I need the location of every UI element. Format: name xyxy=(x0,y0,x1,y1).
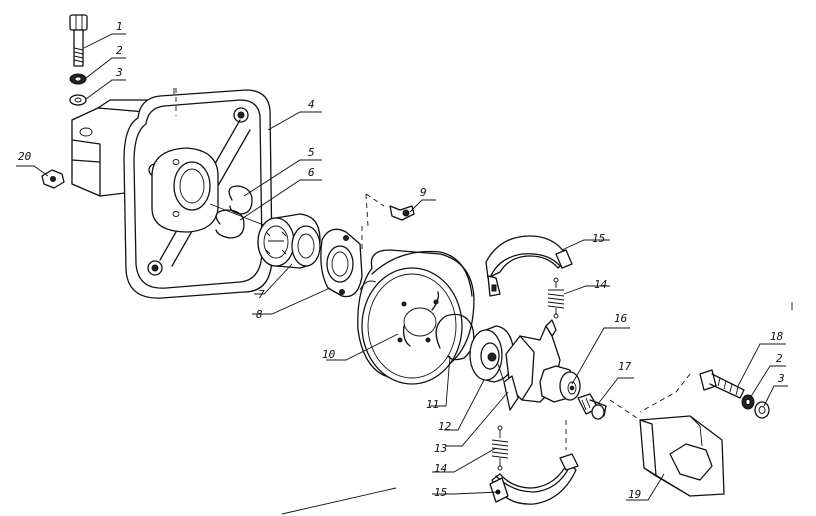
label-19: 19 xyxy=(628,488,641,501)
label-2b: 2 xyxy=(776,352,783,365)
clutch-drum-10 xyxy=(357,249,475,385)
label-11: 11 xyxy=(426,398,439,411)
label-3b: 3 xyxy=(777,372,785,385)
bolt-17 xyxy=(577,393,607,420)
label-9: 9 xyxy=(420,186,427,199)
circlip-5 xyxy=(228,185,253,215)
label-16: 16 xyxy=(614,312,628,325)
label-18: 18 xyxy=(770,330,784,343)
plate-19 xyxy=(609,399,725,497)
circlip-6 xyxy=(209,203,267,239)
label-10: 10 xyxy=(322,348,336,361)
bearing-7 xyxy=(257,213,321,269)
shoe-15-top xyxy=(485,235,573,297)
shoe-15-bottom xyxy=(489,420,579,505)
nut-16 xyxy=(539,365,581,403)
label-13: 13 xyxy=(434,442,447,455)
label-17: 17 xyxy=(618,360,632,373)
spring-14-bottom xyxy=(491,425,509,471)
label-5: 5 xyxy=(308,146,315,159)
label-12: 12 xyxy=(438,420,452,433)
construction-lines xyxy=(173,88,793,515)
washer-3 xyxy=(69,94,87,106)
screw-9 xyxy=(365,193,415,227)
washer-3b xyxy=(754,401,770,419)
callouts: 1 2 3 4 5 6 7 8 9 10 11 12 13 xyxy=(16,20,788,501)
bolt-1 xyxy=(69,14,88,67)
label-1: 1 xyxy=(116,20,123,33)
plate-8 xyxy=(320,226,363,298)
label-4: 4 xyxy=(308,98,315,111)
housing-4 xyxy=(71,88,273,299)
label-20: 20 xyxy=(18,150,32,163)
bolt-18 xyxy=(639,369,745,413)
label-14-top: 14 xyxy=(594,278,607,291)
spring-washer-2b xyxy=(741,394,755,410)
label-14-bottom: 14 xyxy=(434,462,447,475)
label-2: 2 xyxy=(116,44,123,57)
label-3: 3 xyxy=(115,66,123,79)
label-7: 7 xyxy=(258,288,265,301)
label-8: 8 xyxy=(256,308,263,321)
circlip-11 xyxy=(435,313,475,361)
spring-14-top xyxy=(547,277,565,319)
nut-20 xyxy=(41,169,65,189)
label-6: 6 xyxy=(308,166,315,179)
label-15-top: 15 xyxy=(592,232,605,245)
spring-washer-2 xyxy=(69,73,87,85)
label-15-bottom: 15 xyxy=(434,486,447,499)
